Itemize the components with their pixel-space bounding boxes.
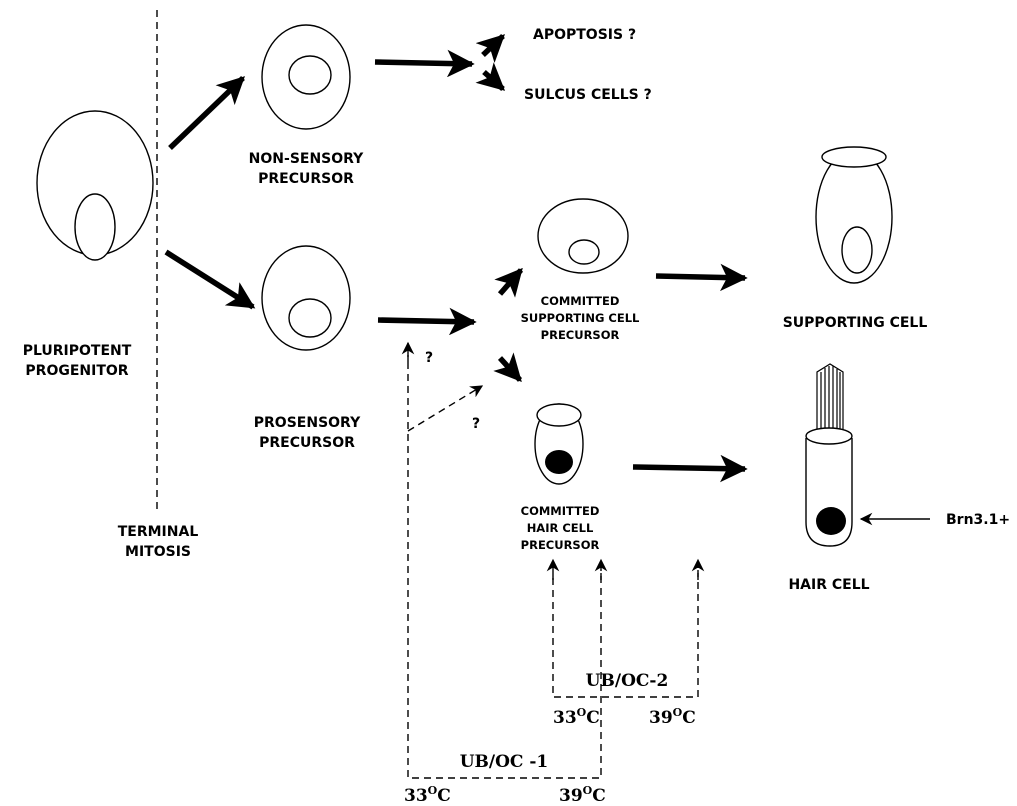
- uboc1-label: UB/OC -1: [460, 752, 549, 772]
- arrow-to-apoptosis: [475, 34, 505, 64]
- committed-hair-label-line2: HAIR CELL: [527, 521, 594, 535]
- committed-hair-precursor-cell: [534, 403, 584, 485]
- prosensory-precursor-cell: [261, 245, 351, 351]
- question-mark-2: ?: [472, 416, 480, 432]
- arrow-nonsensory-out: [374, 49, 475, 78]
- question-mark-1: ?: [425, 350, 433, 366]
- arrow-to-committed-hair: [493, 352, 523, 383]
- arrow-prosensory-out: [377, 307, 477, 336]
- arrow-to-nonsensory: [168, 76, 245, 150]
- committed-hair-label-line3: PRECURSOR: [521, 538, 600, 552]
- committed-support-label-line3: PRECURSOR: [541, 328, 620, 342]
- sulcus-cells-label: SULCUS CELLS ?: [524, 87, 652, 103]
- uboc2-label: UB/OC-2: [586, 671, 669, 691]
- arrow-to-hair-cell: [632, 454, 748, 483]
- uboc2-temp-low: 33OC: [553, 706, 600, 728]
- uboc2-bracket: [546, 558, 705, 698]
- uboc1-temp-high: 39OC: [559, 784, 606, 806]
- committed-support-label-line2: SUPPORTING CELL: [521, 311, 640, 325]
- dashed-arrow-to-committed: [407, 385, 484, 432]
- nonsensory-precursor-cell: [261, 24, 351, 130]
- arrow-to-sulcus: [475, 62, 506, 92]
- nonsensory-label-line1: NON-SENSORY: [249, 151, 365, 167]
- arrow-to-committed-support: [494, 267, 524, 298]
- pluripotent-label-line1: PLURIPOTENT: [23, 343, 132, 359]
- arrow-to-prosensory: [164, 249, 256, 310]
- hair-cell-label: HAIR CELL: [788, 577, 869, 593]
- committed-support-label-line1: COMMITTED: [541, 294, 620, 308]
- pluripotent-progenitor-cell: [36, 110, 154, 261]
- supporting-cell: [815, 146, 893, 284]
- terminal-mitosis-label-line2: MITOSIS: [125, 544, 191, 560]
- prosensory-label-line2: PRECURSOR: [259, 435, 355, 451]
- prosensory-label-line1: PROSENSORY: [254, 415, 361, 431]
- apoptosis-label: APOPTOSIS ?: [533, 27, 636, 43]
- terminal-mitosis-label-line1: TERMINAL: [118, 524, 199, 540]
- uboc1-temp-low: 33OC: [404, 784, 451, 806]
- uboc2-temp-high: 39OC: [649, 706, 696, 728]
- committed-hair-label-line1: COMMITTED: [521, 504, 600, 518]
- supporting-cell-label: SUPPORTING CELL: [783, 315, 928, 331]
- brn-label: Brn3.1+: [946, 512, 1010, 528]
- hair-cell: [805, 363, 853, 547]
- arrow-to-supporting-cell: [655, 263, 748, 292]
- pluripotent-label-line2: PROGENITOR: [25, 363, 128, 379]
- nonsensory-label-line2: PRECURSOR: [258, 171, 354, 187]
- committed-supporting-precursor-cell: [537, 198, 629, 274]
- uboc1-bracket: [401, 341, 608, 779]
